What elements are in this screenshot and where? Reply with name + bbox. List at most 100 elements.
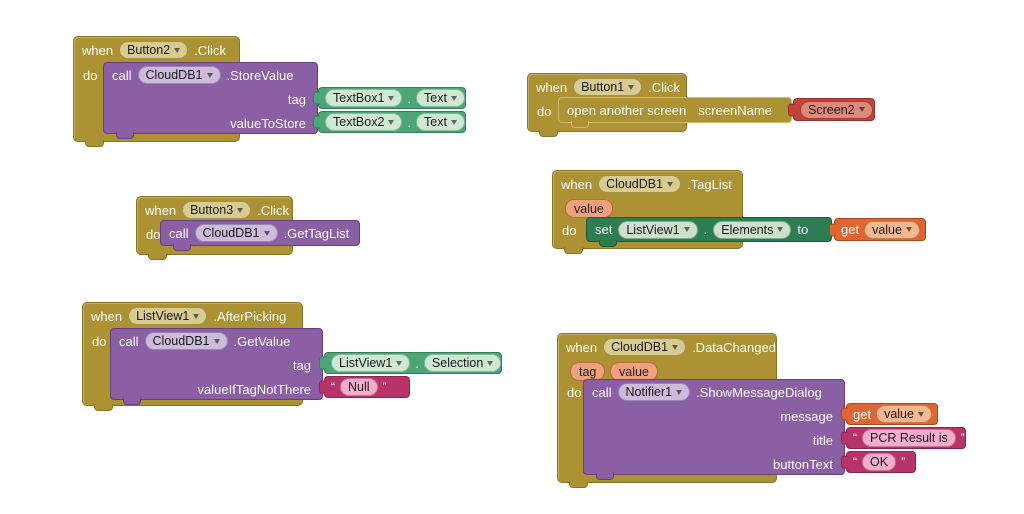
textbox2-text-getter-block[interactable]: TextBox2 . Text xyxy=(318,111,466,133)
block-group-store-value[interactable]: when Button2 .Click do call CloudDB1 .St… xyxy=(73,36,473,148)
event-param-value[interactable]: value xyxy=(565,199,613,218)
when-label: when xyxy=(145,203,176,218)
set-listview1-elements-block[interactable]: set ListView1 . Elements to xyxy=(586,217,832,242)
call-row: call CloudDB1 .GetValue xyxy=(111,329,322,353)
screen2-dropdown-block[interactable]: Screen2 xyxy=(793,98,875,121)
property-dropdown[interactable]: Text xyxy=(416,113,465,131)
open-screen-row: open another screen screenName xyxy=(559,98,791,122)
component-dropdown[interactable]: ListView1 xyxy=(331,354,410,372)
text-field-value: PCR Result is xyxy=(870,431,948,445)
dropdown-value: CloudDB1 xyxy=(611,340,668,354)
to-label: to xyxy=(797,222,808,237)
component-dropdown[interactable]: Button3 xyxy=(182,201,251,219)
dropdown-arrow-icon xyxy=(451,96,457,101)
dropdown-value: Text xyxy=(424,91,447,105)
call-row: call CloudDB1 .StoreValue xyxy=(104,63,317,87)
textbox1-text-getter-block[interactable]: TextBox1 . Text xyxy=(318,87,466,109)
call-label: call xyxy=(112,68,132,83)
param-chip-label: value xyxy=(619,365,649,379)
call-showmessagedialog-block[interactable]: call Notifier1 .ShowMessageDialog messag… xyxy=(583,379,845,475)
component-dropdown[interactable]: CloudDB1 xyxy=(195,224,278,242)
call-row: call CloudDB1 .GetTagList xyxy=(161,221,359,245)
open-another-screen-block[interactable]: open another screen screenName xyxy=(558,97,792,123)
method-label: .GetValue xyxy=(234,334,291,349)
dropdown-value: TextBox1 xyxy=(333,91,384,105)
component-dropdown[interactable]: ListView1 xyxy=(128,307,207,325)
variable-dropdown[interactable]: value xyxy=(876,405,932,423)
param-label-valueiftagnotthere: valueIfTagNotThere xyxy=(198,382,311,397)
dropdown-arrow-icon xyxy=(451,120,457,125)
event-label: .TagList xyxy=(687,177,732,192)
close-quote: ” xyxy=(901,456,905,468)
dropdown-arrow-icon xyxy=(777,227,783,232)
listview1-selection-getter-block[interactable]: ListView1 . Selection xyxy=(324,352,502,374)
block-group-gettaglist[interactable]: when Button3 .Click do call CloudDB1 .Ge… xyxy=(136,196,421,260)
text-string-null-block[interactable]: “ Null ” xyxy=(324,376,410,398)
component-dropdown[interactable]: TextBox2 xyxy=(325,113,402,131)
do-label: do xyxy=(146,227,160,242)
method-label: .GetTagList xyxy=(284,226,350,241)
text-field[interactable]: Null xyxy=(340,378,378,396)
call-gettaglist-block[interactable]: call CloudDB1 .GetTagList xyxy=(160,220,360,246)
component-dropdown[interactable]: ListView1 xyxy=(618,221,697,239)
component-dropdown[interactable]: CloudDB1 xyxy=(603,338,686,356)
when-label: when xyxy=(561,177,592,192)
call-getvalue-block[interactable]: call CloudDB1 .GetValue tag valueIfTagNo… xyxy=(110,328,323,400)
do-label: do xyxy=(567,385,581,400)
when-label: when xyxy=(536,80,567,95)
event-label: .Click xyxy=(648,80,680,95)
param-label-message: message xyxy=(780,409,833,424)
variable-dropdown[interactable]: value xyxy=(864,221,920,239)
dropdown-value: Notifier1 xyxy=(626,385,673,399)
block-group-getvalue[interactable]: when ListView1 .AfterPicking do call Clo… xyxy=(82,302,522,412)
dropdown-arrow-icon xyxy=(859,107,865,112)
component-dropdown[interactable]: Button1 xyxy=(573,78,642,96)
call-label: call xyxy=(119,334,139,349)
dropdown-arrow-icon xyxy=(237,208,243,213)
screen-dropdown[interactable]: Screen2 xyxy=(800,101,873,119)
text-string-buttontext-block[interactable]: “ OK ” xyxy=(846,451,916,473)
event-header: when Button2 .Click xyxy=(74,37,239,63)
dropdown-value: ListView1 xyxy=(626,223,679,237)
dropdown-arrow-icon xyxy=(628,85,634,90)
dot-separator: . xyxy=(415,356,419,371)
block-group-open-screen[interactable]: when Button1 .Click do open another scre… xyxy=(527,73,892,139)
component-dropdown[interactable]: TextBox1 xyxy=(325,89,402,107)
component-dropdown[interactable]: Button2 xyxy=(119,41,188,59)
get-value-block[interactable]: get value xyxy=(846,403,938,425)
dropdown-arrow-icon xyxy=(174,48,180,53)
do-label: do xyxy=(537,104,551,119)
dropdown-arrow-icon xyxy=(193,314,199,319)
dropdown-value: ListView1 xyxy=(339,356,392,370)
get-value-block[interactable]: get value xyxy=(834,218,926,241)
dropdown-arrow-icon xyxy=(388,120,394,125)
event-label: .Click xyxy=(194,43,226,58)
text-field-value: OK xyxy=(870,455,888,469)
dropdown-value: CloudDB1 xyxy=(606,177,663,191)
event-label: .DataChanged xyxy=(692,340,776,355)
text-field[interactable]: PCR Result is xyxy=(862,429,956,447)
when-label: when xyxy=(566,340,597,355)
dropdown-arrow-icon xyxy=(684,227,690,232)
when-label: when xyxy=(91,309,122,324)
dropdown-value: TextBox2 xyxy=(333,115,384,129)
block-group-taglist[interactable]: when CloudDB1 .TagList value do set List… xyxy=(552,170,937,254)
property-dropdown[interactable]: Text xyxy=(416,89,465,107)
block-group-datachanged[interactable]: when CloudDB1 .DataChanged tag value do … xyxy=(557,333,977,487)
text-string-title-block[interactable]: “ PCR Result is ” xyxy=(846,427,966,449)
dropdown-value: Button2 xyxy=(127,43,170,57)
dropdown-value: Selection xyxy=(432,356,483,370)
component-dropdown[interactable]: CloudDB1 xyxy=(138,66,221,84)
dropdown-arrow-icon xyxy=(672,345,678,350)
text-field[interactable]: OK xyxy=(862,453,896,471)
component-dropdown[interactable]: CloudDB1 xyxy=(145,332,228,350)
event-label: .AfterPicking xyxy=(213,309,286,324)
property-dropdown[interactable]: Selection xyxy=(424,354,501,372)
component-dropdown[interactable]: CloudDB1 xyxy=(598,175,681,193)
call-storevalue-block[interactable]: call CloudDB1 .StoreValue tag valueToSto… xyxy=(103,62,318,134)
dropdown-value: ListView1 xyxy=(136,309,189,323)
property-dropdown[interactable]: Elements xyxy=(713,221,791,239)
dropdown-value: Button1 xyxy=(581,80,624,94)
component-dropdown[interactable]: Notifier1 xyxy=(618,383,691,401)
